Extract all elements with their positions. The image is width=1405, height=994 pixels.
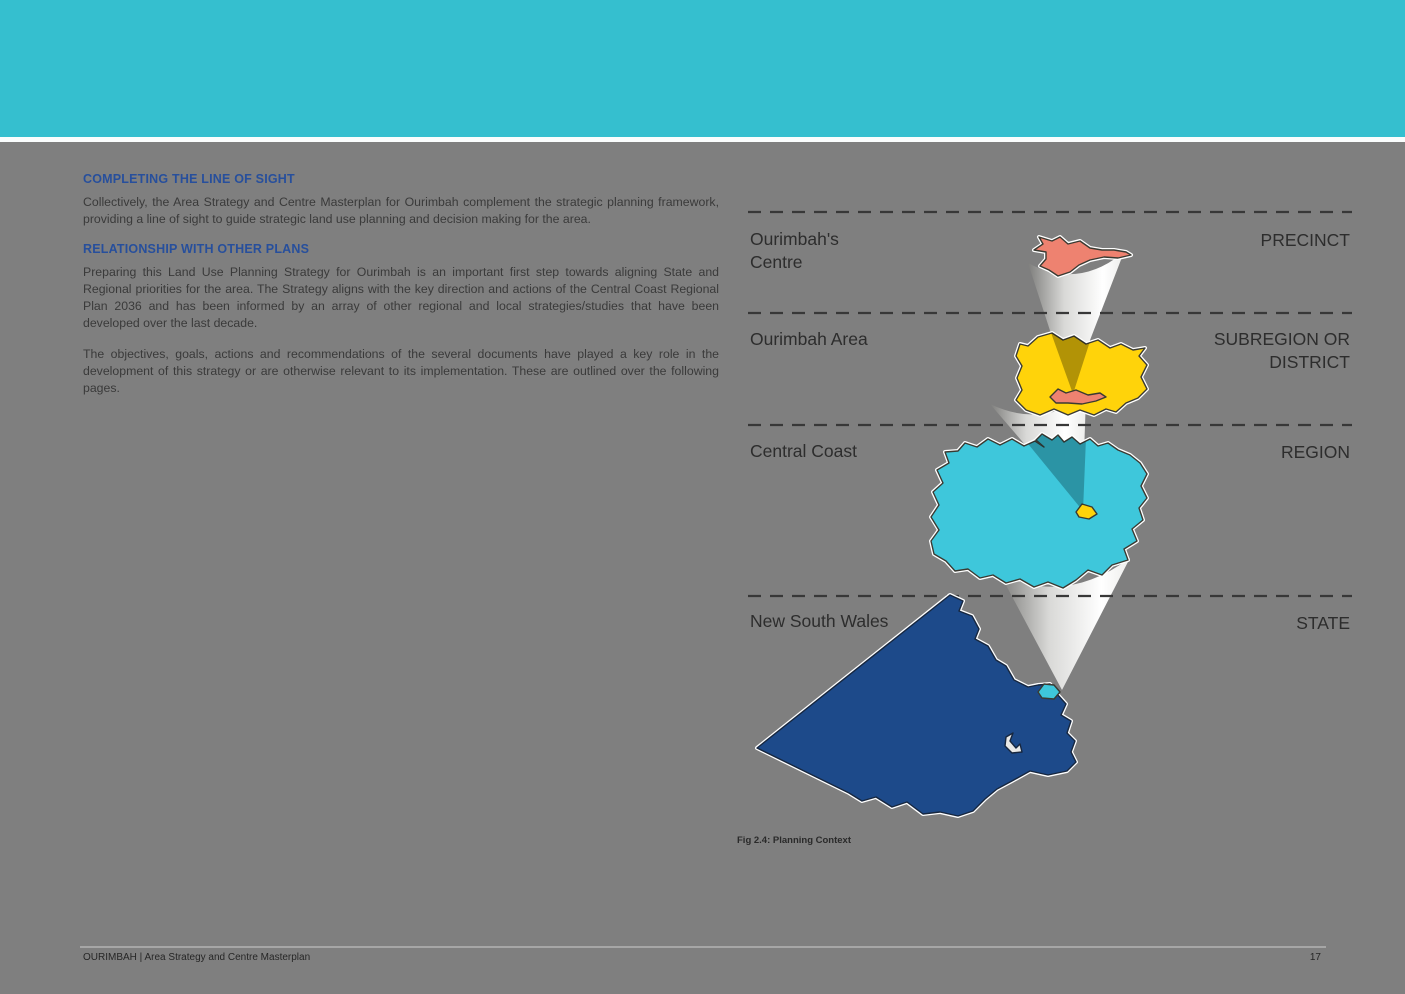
label-ourimbah-area: Ourimbah Area — [750, 329, 868, 349]
region-inset-shape — [1037, 683, 1061, 700]
figure-caption: Fig 2.4: Planning Context — [737, 835, 852, 846]
paragraph-line-of-sight: Collectively, the Area Strategy and Cent… — [83, 195, 719, 226]
label-precinct: PRECINCT — [1260, 230, 1350, 250]
region-cone-shadow — [1020, 434, 1086, 511]
state-cone-shadow — [1008, 598, 1076, 690]
label-subregion-or-district: SUBREGION OR DISTRICT — [1213, 329, 1350, 372]
footer-document-title: OURIMBAH | Area Strategy and Centre Mast… — [83, 952, 311, 963]
cone-district-to-region — [990, 397, 1086, 511]
footer-rule — [80, 946, 1326, 948]
district-inset-shape — [1075, 503, 1098, 520]
precinct-map-shape — [1033, 236, 1132, 277]
label-new-south-wales: New South Wales — [750, 611, 889, 631]
header-separator — [0, 137, 1405, 142]
section-heading-line-of-sight: COMPLETING THE LINE OF SIGHT — [83, 172, 295, 186]
precinct-inset-shape — [1049, 388, 1107, 405]
paragraph-other-plans-1: Preparing this Land Use Planning Strateg… — [83, 265, 719, 330]
text-column: COMPLETING THE LINE OF SIGHT Collectivel… — [83, 172, 719, 411]
section-heading-other-plans: RELATIONSHIP WITH OTHER PLANS — [83, 242, 310, 256]
region-map-shape — [930, 433, 1148, 589]
header-band — [0, 0, 1405, 137]
label-region: REGION — [1280, 442, 1350, 462]
label-central-coast: Central Coast — [750, 441, 857, 461]
cone-region-to-state — [1000, 558, 1130, 690]
region-map-halo — [929, 432, 1149, 590]
act-cutout-shape — [1004, 732, 1023, 754]
precinct-map-halo — [1032, 235, 1133, 278]
footer-page-number: 17 — [1309, 952, 1321, 963]
label-state: STATE — [1296, 613, 1350, 633]
label-ourimbahs-centre: Ourimbah's Centre — [750, 229, 839, 272]
district-cone-shadow — [1050, 333, 1093, 394]
paragraph-other-plans-2: The objectives, goals, actions and recom… — [83, 347, 719, 395]
cone-precinct-to-district — [1028, 252, 1124, 392]
